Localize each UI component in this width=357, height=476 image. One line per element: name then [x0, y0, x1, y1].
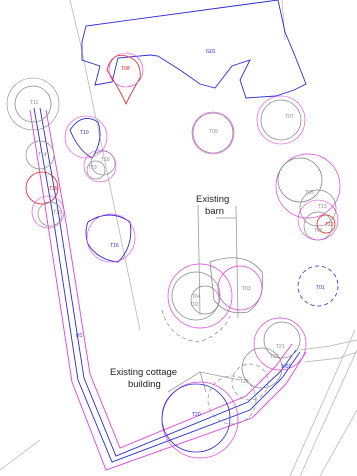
- rpa-t03: [217, 265, 263, 311]
- canopy-t04: [171, 271, 221, 321]
- tree-tag-t17: T17: [53, 210, 62, 216]
- canopy-t02-dashed: [161, 309, 231, 343]
- tree-tag-t16: T16: [110, 243, 119, 249]
- canopy-t12: [316, 214, 336, 234]
- tree-tag-t07: T07: [285, 114, 294, 120]
- tree-tag-t14: T14: [38, 152, 47, 158]
- canopy-t21: [263, 321, 301, 359]
- tree-tag-t09: T09: [209, 129, 218, 135]
- rpa-t07: [256, 95, 306, 145]
- canopy-t02: [190, 285, 220, 315]
- canopy-t17: [37, 201, 63, 227]
- tree-tag-t19: T19: [88, 165, 97, 171]
- rpa-t20: [161, 381, 239, 459]
- tree-tag-t06: T06: [314, 228, 323, 234]
- canopy-t19: [86, 160, 106, 180]
- canopy-h01: [207, 375, 257, 425]
- rpa-t08: [108, 52, 144, 88]
- canopy-t10: [69, 117, 101, 159]
- tree-tag-t12: T12: [325, 222, 334, 228]
- tree-tag-t13: T13: [318, 204, 327, 210]
- rpa-t10: [64, 115, 108, 159]
- tree-tag-g01: G01: [206, 49, 216, 55]
- access-route: [33, 107, 301, 463]
- tree-tag-t04: T04: [192, 294, 201, 300]
- label-existing-barn-1: Existing: [196, 194, 229, 205]
- rpa-t09: [191, 111, 235, 155]
- canopy-t13: [299, 189, 337, 227]
- rpa-t16: [86, 213, 136, 263]
- tree-tag-t23: T23: [240, 379, 249, 385]
- canopy-t07: [260, 99, 302, 141]
- tree-tag-t01: T01: [316, 285, 325, 291]
- tree-tag-t08: T08: [121, 66, 130, 72]
- canopy-t23: [231, 363, 269, 401]
- tree-tag-t05: T05: [305, 190, 314, 196]
- canopy-t18: [90, 150, 116, 176]
- tree-tag-t20: T20: [192, 412, 201, 418]
- tree-tag-t10: T10: [80, 130, 89, 136]
- label-existing-cottage-1: Existing cottage: [110, 367, 177, 378]
- tree-tag-t18: T18: [101, 157, 110, 163]
- rpa-t06: [297, 199, 339, 241]
- tree-tag-t22: T22: [270, 354, 279, 360]
- tree-tag-t21: T21: [276, 344, 285, 350]
- canopy-t15: [25, 171, 59, 205]
- canopy-t01: [297, 265, 339, 307]
- tree-tag-t15: T15: [49, 186, 58, 192]
- label-existing-cottage-2: building: [128, 379, 161, 390]
- protection-outline: [29, 109, 307, 471]
- route-label-h1: H1: [76, 333, 83, 339]
- canopy-t09: [192, 112, 234, 154]
- tree-canopy-t08: [106, 54, 141, 105]
- label-existing-barn-2: barn: [205, 206, 224, 217]
- tree-group-g01-outline: [81, 0, 307, 99]
- canopy-t16: [85, 214, 132, 263]
- canopy-t05: [277, 157, 323, 203]
- rpa-t05: [275, 153, 341, 219]
- rpa-t21: [253, 317, 307, 371]
- existing-barn-outline: [197, 204, 239, 319]
- canopy-t14: [25, 140, 55, 170]
- tree-tag-t02: T02: [190, 302, 199, 308]
- canopy-t20: [161, 383, 231, 453]
- road-edge: [299, 339, 357, 363]
- rpa-t17: [31, 195, 65, 229]
- canopy-t22: [241, 347, 283, 389]
- tree-tag-t03: T03: [242, 286, 251, 292]
- rpa-t04: [167, 263, 233, 329]
- rpa-t18: [83, 149, 117, 183]
- tree-tag-h01: H01: [282, 364, 291, 370]
- canopy-t11: [14, 85, 52, 123]
- rpa-t11: [6, 77, 60, 131]
- tree-tag-t11: T11: [30, 100, 38, 106]
